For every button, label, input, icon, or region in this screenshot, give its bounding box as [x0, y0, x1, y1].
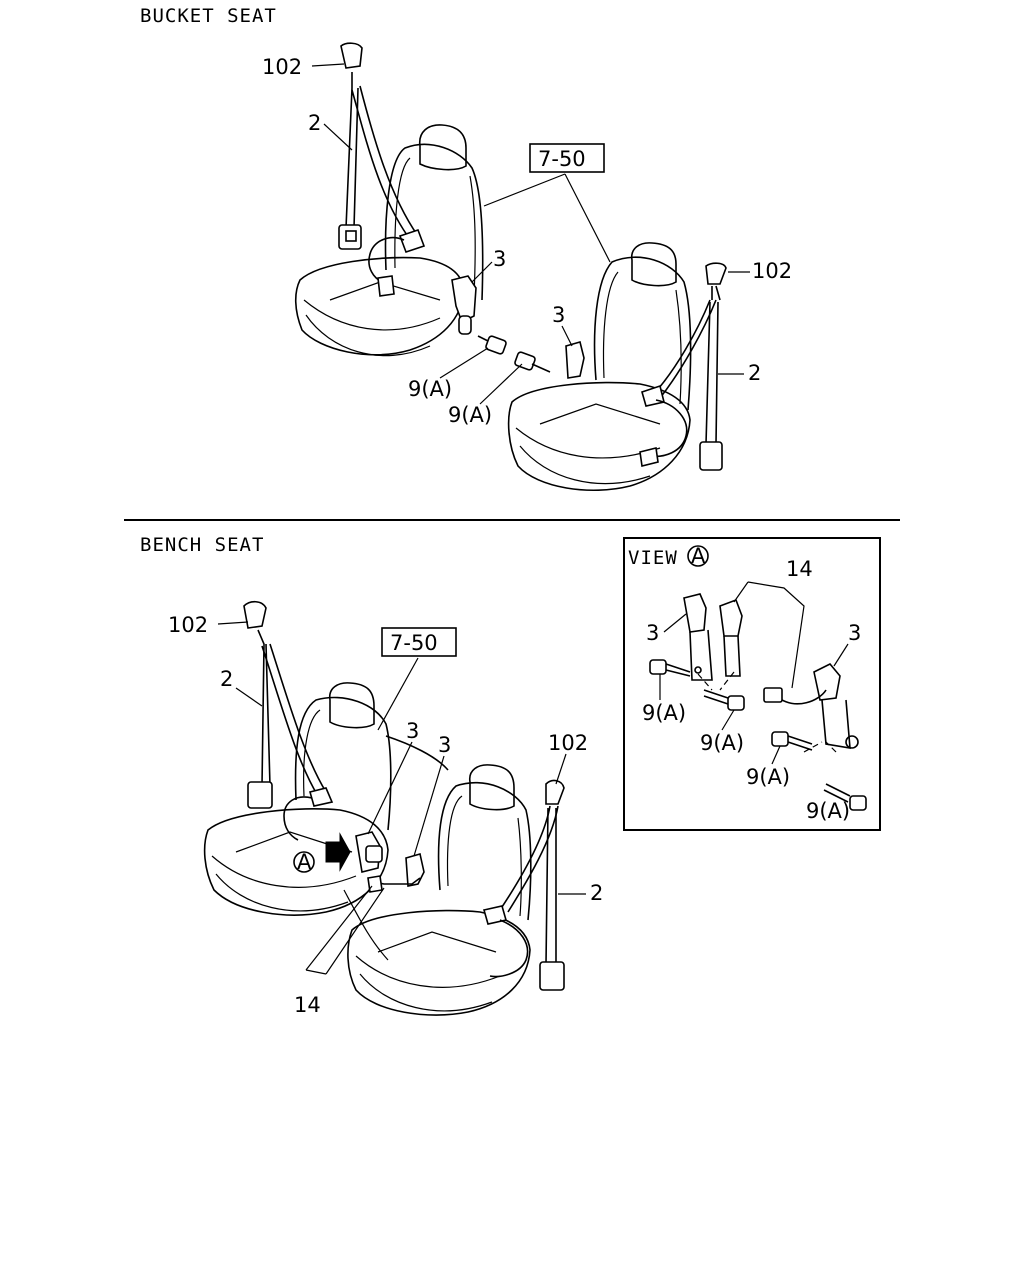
- bucket-left-seat: [294, 124, 484, 357]
- bucket-guide-right-label: 102: [752, 259, 792, 283]
- bucket-ref-label: 7-50: [538, 147, 586, 171]
- bench-center-belt-label: 14: [294, 993, 321, 1017]
- view-bolt-3: [771, 731, 813, 751]
- bucket-buckle-left-label: 3: [493, 247, 506, 271]
- view-bolt-1-label: 9(A): [642, 701, 686, 725]
- bench-buckle-a: [355, 831, 383, 873]
- bucket-left-belt: [338, 42, 426, 297]
- bench-seat-title: BENCH SEAT: [140, 534, 264, 556]
- bucket-ref-box-7-50: 7-50: [483, 143, 611, 263]
- view-bolt-3-label: 9(A): [746, 765, 790, 789]
- bucket-seat-title: BUCKET SEAT: [140, 5, 277, 27]
- bench-belt-right-label: 2: [590, 881, 603, 905]
- bench-ref-box-7-50: 7-50: [377, 627, 457, 731]
- bench-left-belt: [243, 600, 334, 841]
- bench-guide-right-label: 102: [548, 731, 588, 755]
- bench-belt-left-label: 2: [220, 667, 233, 691]
- view-bolt-2-label: 9(A): [700, 731, 744, 755]
- view-bolt-4: [823, 783, 867, 811]
- bench-buckle-b-label: 3: [438, 733, 451, 757]
- bench-right-belt: [482, 779, 565, 991]
- bucket-bolt-right-label: 9(A): [448, 403, 492, 427]
- bucket-buckle-left: [451, 275, 477, 335]
- bucket-belt-right-label: 2: [748, 361, 761, 385]
- bucket-guide-left-label: 102: [262, 55, 302, 79]
- view-a-inset: VIEW A: [623, 537, 881, 831]
- view-buckle-left: [683, 593, 713, 681]
- view-bolt-4-label: 9(A): [806, 799, 850, 823]
- bucket-buckle-right: [565, 341, 585, 379]
- bench-ref-label: 7-50: [390, 631, 438, 655]
- bucket-bolt-left-label: 9(A): [408, 377, 452, 401]
- bench-view-marker: A: [293, 832, 351, 874]
- view-buckle-right-label: 3: [848, 621, 861, 645]
- bench-right-seat: [347, 764, 532, 1016]
- bench-buckle-a-label: 3: [406, 719, 419, 743]
- view-buckle-right: [763, 663, 859, 749]
- view-bolt-1: [649, 659, 691, 677]
- bucket-right-belt: [639, 262, 727, 471]
- view-a-marker: A: [691, 544, 706, 568]
- bucket-buckle-right-label: 3: [552, 303, 565, 327]
- bucket-belt-left-label: 2: [308, 111, 321, 135]
- bucket-bolt-right: [514, 351, 551, 373]
- view-buckle-left-label: 3: [646, 621, 659, 645]
- bench-guide-left-label: 102: [168, 613, 208, 637]
- view-a-title: VIEW: [628, 547, 678, 569]
- bench-view-marker-letter: A: [297, 850, 312, 874]
- view-bolt-2: [703, 689, 745, 711]
- bench-center-belt: [367, 875, 421, 893]
- view-belt-14-label: 14: [786, 557, 813, 581]
- bucket-bolt-left: [477, 335, 507, 355]
- view-belt-14-end: [719, 598, 743, 677]
